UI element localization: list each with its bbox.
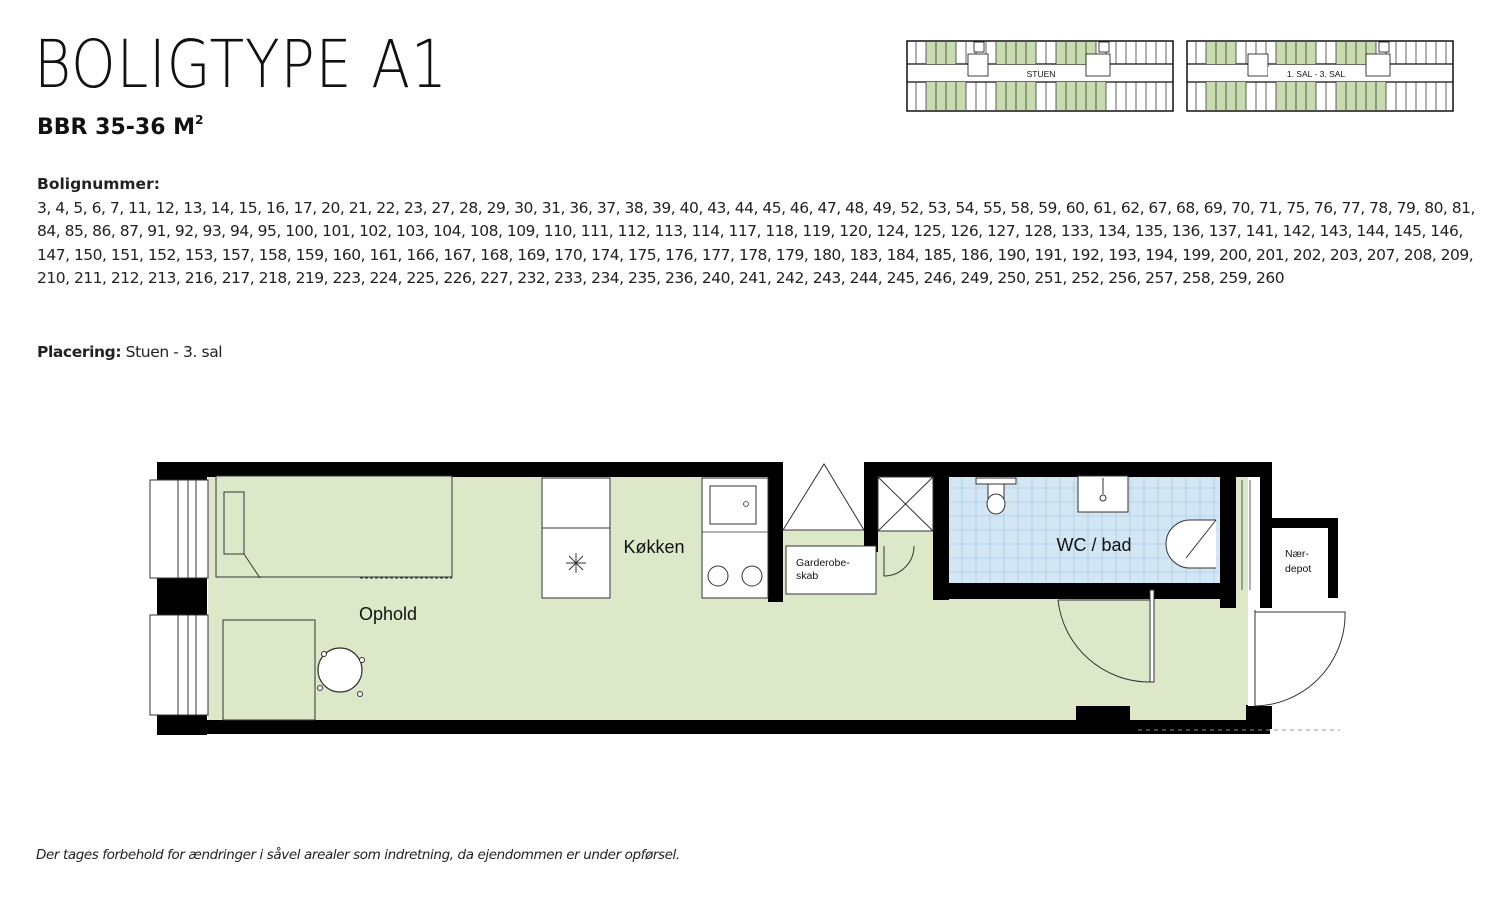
bbr-area: BBR 35-36 M2: [37, 106, 203, 142]
toilet: [986, 493, 1006, 515]
room-label-wc-bad: WC / bad: [1056, 535, 1131, 555]
placement-label: Placering:: [37, 343, 122, 361]
room-label-naerdepot-line2: depot: [1285, 563, 1311, 575]
apartment-numbers-label: Bolignummer:: [37, 175, 160, 193]
floor-plan: Ophold Køkken WC / bad Garderobe- skab N…: [140, 450, 1360, 750]
entry-door-swing: [1254, 617, 1346, 707]
apartment-numbers-section: Bolignummer: 3, 4, 5, 6, 7, 11, 12, 13, …: [37, 173, 1477, 291]
side-table: [222, 619, 316, 721]
placement-value: Stuen - 3. sal: [125, 343, 223, 361]
room-label-ophold: Ophold: [359, 604, 417, 624]
storage-room: [1272, 528, 1328, 598]
shower-screen: [1165, 519, 1216, 569]
wardrobe: [785, 545, 877, 595]
bed: [215, 475, 453, 578]
keyplan-stuen-label: STUEN: [1027, 69, 1056, 79]
closet-upper: [783, 462, 864, 530]
hob-right: [741, 565, 763, 587]
floor-plan-drawing: Ophold Køkken WC / bad Garderobe- skab N…: [149, 462, 1346, 735]
room-label-naerdepot-line1: Nær-: [1285, 548, 1309, 560]
disclaimer: Der tages forbehold for ændringer i såve…: [36, 847, 680, 863]
hob-left: [707, 565, 729, 587]
room-label-kokken: Køkken: [623, 537, 684, 557]
kitchen-sink: [709, 485, 757, 525]
round-table: [317, 647, 363, 693]
bed-pillow: [223, 491, 245, 555]
keyplan-upper-label: 1. SAL - 3. SAL: [1287, 69, 1346, 79]
walls: [157, 462, 1338, 735]
keyplan-upper-drawing: 1. SAL - 3. SAL: [1186, 40, 1454, 112]
keyplan-stuen-drawing: STUEN: [906, 40, 1174, 112]
bathroom-door-swing: [1057, 599, 1151, 683]
page-title: BOLIGTYPE A1: [34, 26, 448, 103]
keyplan-stuen: STUEN: [906, 40, 1174, 112]
bbr-area-superscript: 2: [195, 113, 204, 127]
placement-line: Placering: Stuen - 3. sal: [37, 341, 223, 363]
apartment-numbers-list: 3, 4, 5, 6, 7, 11, 12, 13, 14, 15, 16, 1…: [37, 198, 1475, 288]
room-label-garderobe-line1: Garderobe-: [796, 557, 850, 569]
room-label-garderobe-line2: skab: [796, 570, 818, 582]
bbr-area-text: BBR 35-36 M: [37, 115, 196, 140]
kitchen-counter: [541, 477, 611, 529]
keyplan-upper-floors: 1. SAL - 3. SAL: [1186, 40, 1454, 112]
